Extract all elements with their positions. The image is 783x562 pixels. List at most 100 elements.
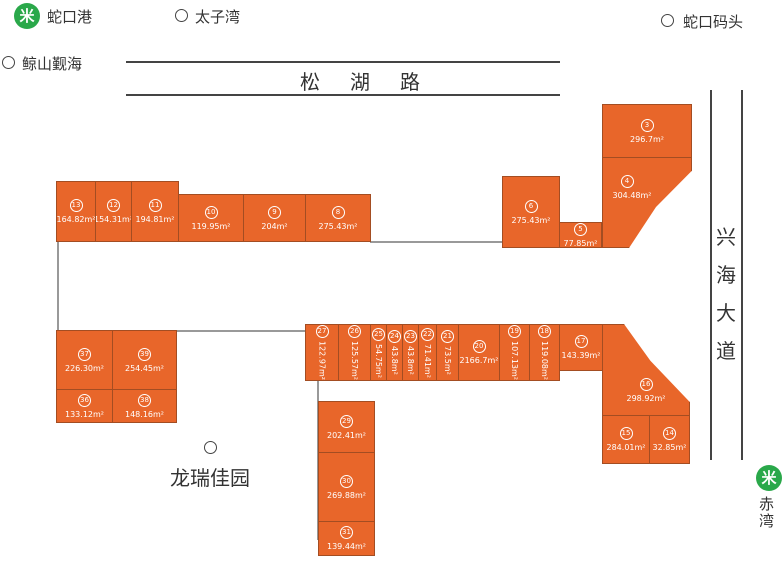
unit-area: 269.88m² [327,490,366,500]
unit-area: 32.85m² [652,443,687,452]
unit-number: 31 [340,526,353,539]
road-line [710,90,712,460]
place-marker-icon [661,14,674,27]
unit-number: 9 [268,205,281,219]
unit-number: 39 [138,347,151,361]
unit-area: 304.48m² [612,191,652,200]
shop-unit[interactable]: 4 304.48m² [602,157,692,248]
unit-number: 12 [107,199,120,212]
unit-number: 36 [78,393,91,407]
unit-number: 30 [340,474,353,488]
metro-station-label: 赤湾 [759,495,775,530]
shop-unit[interactable]: 27 122.97m² [305,324,339,381]
unit-number: 8 [331,205,345,219]
unit-area: 119.95m² [191,221,231,231]
shop-unit[interactable]: 13 164.82m² [56,181,96,242]
unit-area: 298.92m² [626,393,666,403]
shop-unit[interactable]: 15 284.01m² [602,415,650,464]
shop-unit[interactable]: 37 226.30m² [56,330,113,390]
unit-area: 73.5m² [443,346,452,375]
shop-unit[interactable]: 30 269.88m² [318,452,375,522]
shop-unit[interactable]: 22 71.41m² [418,324,437,381]
road-label-xinghai: 兴海大道 [716,225,736,363]
shop-unit[interactable]: 6 275.43m² [502,176,560,248]
unit-number: 6 [524,199,538,213]
shop-unit[interactable]: 29 202.41m² [318,401,375,453]
shop-unit[interactable]: 18 119.08m² [529,324,560,381]
unit-area: 133.12m² [65,409,104,419]
corridor [57,240,59,330]
shop-unit[interactable]: 9 204m² [243,194,306,242]
unit-number: 22 [421,327,434,341]
shop-unit[interactable]: 38 148.16m² [112,389,177,423]
shop-unit[interactable]: 11 194.81m² [131,181,179,242]
shop-unit[interactable]: 19 107.13m² [499,324,530,381]
shop-unit[interactable]: 24 43.8m² [386,324,403,381]
unit-number: 24 [388,330,401,344]
place-label-shekou-pier: 蛇口码头 [683,13,744,31]
shop-unit[interactable]: 25 54.75m² [370,324,387,381]
unit-number: 18 [538,325,551,338]
shop-unit[interactable]: 36 133.12m² [56,389,113,423]
shop-unit[interactable]: 26 125.57m² [338,324,371,381]
unit-area: 139.44m² [327,542,366,551]
shop-unit[interactable]: 21 73.5m² [436,324,459,381]
shop-unit[interactable]: 16 298.92m² [602,324,690,416]
unit-number: 15 [619,427,633,440]
unit-area: 43.8m² [406,346,415,375]
place-label-longrui: 龙瑞佳园 [170,466,250,490]
unit-number: 37 [78,347,91,361]
road-line [126,94,560,96]
place-label-taizi: 太子湾 [195,8,241,26]
shop-unit[interactable]: 3 296.7m² [602,104,692,158]
unit-area: 164.82m² [56,215,96,224]
unit-area: 2166.7m² [459,356,499,365]
unit-area: 154.31m² [95,215,132,224]
unit-area: 122.97m² [317,341,327,380]
unit-number: 27 [315,325,329,338]
unit-area: 43.8m² [390,346,399,375]
unit-number: 4 [620,175,634,188]
corridor [370,241,502,243]
unit-number: 23 [404,330,417,344]
shop-unit[interactable]: 12 154.31m² [95,181,132,242]
unit-number: 11 [148,199,162,212]
shop-unit[interactable]: 23 43.8m² [402,324,419,381]
road-label-songhu: 松湖路 [300,70,450,94]
unit-area: 71.41m² [423,343,432,378]
shop-unit[interactable]: 10 119.95m² [178,194,244,242]
shop-unit[interactable]: 20 2166.7m² [458,324,500,381]
unit-number: 16 [639,377,653,391]
unit-number: 19 [508,325,521,338]
unit-number: 29 [340,414,353,428]
unit-number: 21 [441,330,454,344]
shop-unit[interactable]: 17 143.39m² [559,324,603,371]
unit-area: 296.7m² [630,134,664,144]
unit-area: 54.75m² [374,343,383,378]
unit-area: 275.43m² [318,221,358,231]
shop-unit[interactable]: 5 77.85m² [559,222,602,248]
shop-unit[interactable]: 39 254.45m² [112,330,177,390]
unit-area: 284.01m² [606,443,646,452]
shop-unit[interactable]: 14 32.85m² [649,415,690,464]
shop-unit[interactable]: 31 139.44m² [318,521,375,556]
place-marker-icon [204,441,217,454]
unit-area: 119.08m² [540,341,549,380]
unit-number: 25 [372,327,385,341]
unit-area: 77.85m² [563,238,598,248]
shop-unit[interactable]: 8 275.43m² [305,194,371,242]
unit-area: 125.57m² [350,341,359,380]
unit-number: 3 [640,118,654,132]
unit-area: 226.30m² [65,363,104,373]
place-marker-icon [2,56,15,69]
unit-number: 17 [574,335,588,348]
unit-number: 13 [69,199,83,212]
place-marker-icon [175,9,188,22]
road-line [126,61,560,63]
unit-number: 10 [204,205,218,219]
unit-area: 254.45m² [125,363,164,373]
unit-number: 26 [348,325,361,338]
unit-area: 204m² [261,221,288,231]
metro-station-icon: 米 [14,3,40,29]
unit-number: 38 [138,393,151,407]
